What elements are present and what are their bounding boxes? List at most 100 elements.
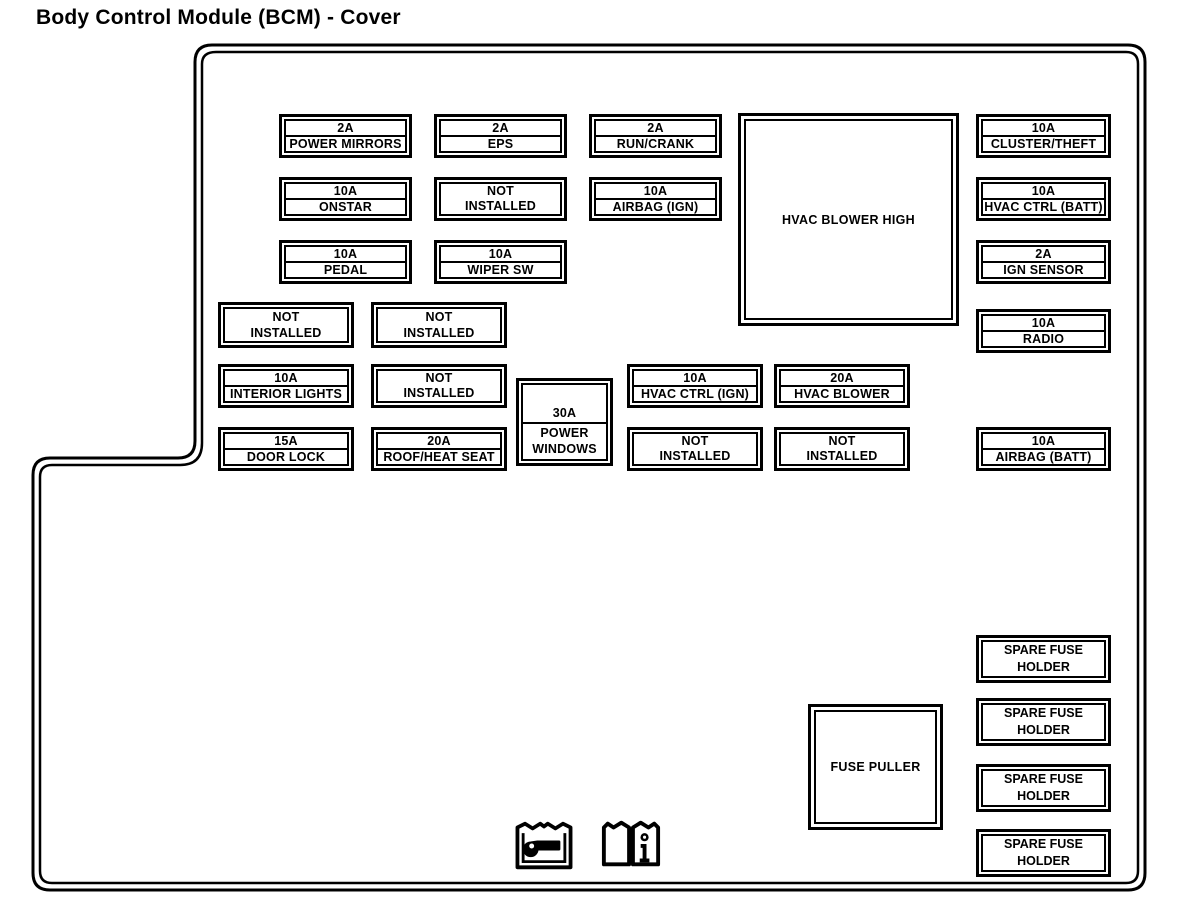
fuse-power-windows[interactable]: 30A POWER WINDOWS: [516, 378, 613, 466]
fuse-amperage: 10A: [488, 246, 513, 261]
spare-fuse-holder-line2: HOLDER: [1017, 854, 1070, 868]
fuse-amperage: 2A: [337, 120, 354, 135]
fuse-circuit-name: HVAC CTRL (BATT): [983, 198, 1104, 214]
fuse-circuit-name: ONSTAR: [286, 198, 405, 214]
fuse-amperage: 10A: [1031, 183, 1056, 198]
owner-manual-icon: [601, 820, 661, 867]
component-block[interactable]: HVAC BLOWER HIGH: [738, 113, 959, 326]
fuse-amperage: 10A: [683, 370, 707, 385]
fuse-circuit-name: INSTALLED: [464, 199, 536, 214]
fuse-amperage: 10A: [643, 183, 668, 198]
fuse-circuit-name: AIRBAG (IGN): [596, 198, 715, 214]
fuse-amperage: 10A: [333, 246, 358, 261]
fuse-circuit-name: INSTALLED: [403, 386, 475, 401]
fuse-circuit-name: INTERIOR LIGHTS: [225, 385, 347, 401]
fuse-amperage: 10A: [1031, 433, 1056, 448]
fuse-circuit-name: INSTALLED: [403, 325, 475, 340]
spare-fuse-holder[interactable]: SPARE FUSE HOLDER: [976, 829, 1111, 877]
spare-fuse-holder-line2: HOLDER: [1017, 723, 1070, 737]
spare-fuse-holder-line1: SPARE FUSE: [1004, 837, 1083, 852]
fuse-amperage: 10A: [333, 183, 358, 198]
fuse-circuit-name: CLUSTER/THEFT: [983, 135, 1104, 151]
fuse-amperage: NOT: [272, 309, 300, 324]
fuse-circuit-name-line1: POWER: [540, 425, 589, 440]
fuse-circuit-name: DOOR LOCK: [225, 448, 347, 464]
fuse-circuit-name: AIRBAG (BATT): [983, 448, 1104, 464]
fuse-circuit-name: WIPER SW: [441, 261, 560, 277]
fuse-amperage: 10A: [1031, 120, 1056, 135]
component-block[interactable]: FUSE PULLER: [808, 704, 943, 830]
fuse-circuit-name-line2: WINDOWS: [532, 441, 597, 456]
fuse-circuit-name: HVAC BLOWER: [781, 385, 903, 401]
fuse-amperage: NOT: [425, 309, 453, 324]
fuse-circuit-name: PEDAL: [286, 261, 405, 277]
fuse-circuit-name: INSTALLED: [250, 325, 322, 340]
fuse-amperage: 10A: [1031, 315, 1056, 330]
spare-fuse-holder-line2: HOLDER: [1017, 789, 1070, 803]
spare-fuse-holder-body: SPARE FUSE HOLDER: [981, 834, 1106, 872]
spare-fuse-holder[interactable]: SPARE FUSE HOLDER: [976, 764, 1111, 812]
fuse-amperage: NOT: [828, 434, 856, 449]
fuse-amperage: 15A: [274, 433, 298, 448]
fuse-circuit-name: RUN/CRANK: [596, 135, 715, 151]
service-manual-icon: [515, 821, 573, 870]
spare-fuse-holder-body: SPARE FUSE HOLDER: [981, 703, 1106, 741]
fuse-circuit-name: HVAC CTRL (IGN): [634, 385, 756, 401]
fuse-circuit-name: POWER MIRRORS: [286, 135, 405, 151]
fuse-circuit-name: EPS: [441, 135, 560, 151]
component-block-label: FUSE PULLER: [814, 710, 937, 824]
spare-fuse-holder-line1: SPARE FUSE: [1004, 706, 1083, 721]
fuse-amperage: 20A: [830, 370, 854, 385]
fuse-amperage: 2A: [1035, 246, 1052, 261]
fuse-circuit-name: ROOF/HEAT SEAT: [378, 448, 500, 464]
page-title: Body Control Module (BCM) - Cover: [36, 6, 401, 29]
spare-fuse-holder-line1: SPARE FUSE: [1004, 772, 1083, 787]
fuse-amperage: 30A: [552, 405, 577, 420]
fuse-circuit-name: INSTALLED: [806, 449, 878, 464]
spare-fuse-holder[interactable]: SPARE FUSE HOLDER: [976, 698, 1111, 746]
fuse-circuit-name: RADIO: [983, 330, 1104, 346]
